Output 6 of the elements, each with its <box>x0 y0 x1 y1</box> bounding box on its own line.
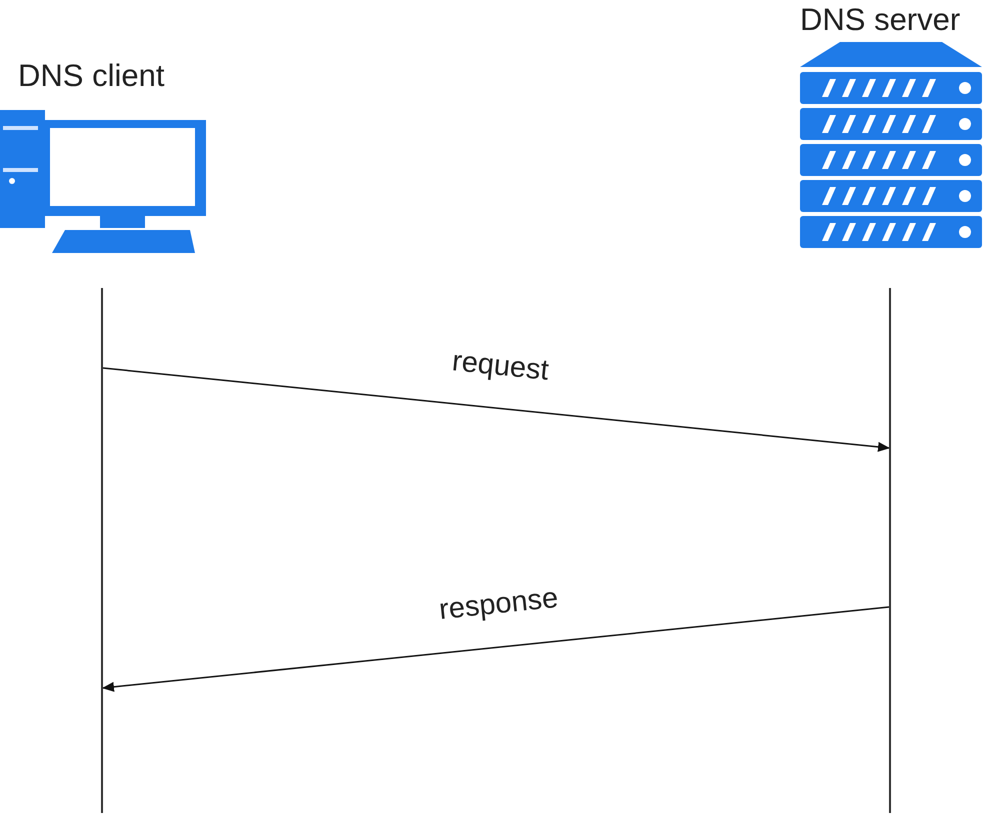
arrow <box>102 367 890 452</box>
lifeline <box>101 288 103 813</box>
lifeline <box>889 288 891 813</box>
participant-label: DNS client <box>18 58 164 94</box>
participant-label: DNS server <box>800 2 960 38</box>
arrow <box>102 606 890 692</box>
